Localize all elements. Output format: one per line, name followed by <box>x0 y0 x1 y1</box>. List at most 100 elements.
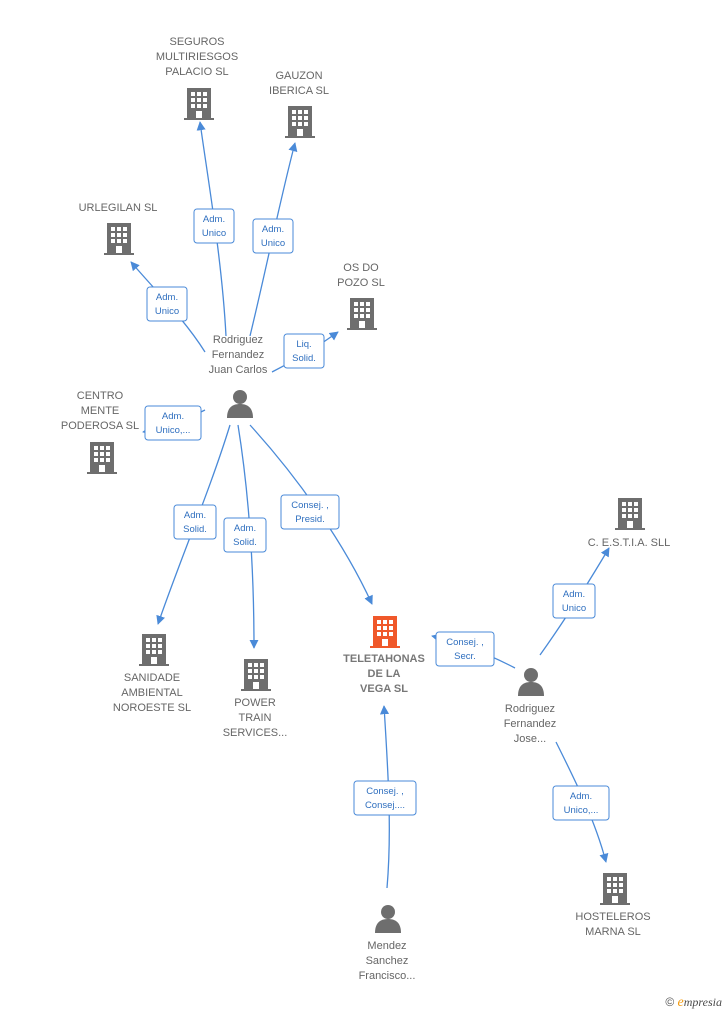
node-sanidade[interactable]: SANIDADE AMBIENTAL NOROESTE SL <box>113 634 191 714</box>
badge-hosteleros-line1: Adm. <box>570 791 592 802</box>
badge-centro-line2: Unico,... <box>156 425 191 436</box>
node-rodriguez-jc-line2: Fernandez <box>212 349 265 361</box>
badge-tele-jc: Consej. , Presid. <box>280 494 340 530</box>
node-rodriguez-jose-line1: Rodriguez <box>505 703 555 715</box>
node-centro-line2: MENTE <box>81 405 120 417</box>
building-icon <box>347 298 377 330</box>
nodes: SEGUROS MULTIRIESGOS PALACIO SL GAUZON I… <box>61 36 670 982</box>
node-gauzon[interactable]: GAUZON IBERICA SL <box>269 70 329 138</box>
badge-sanidade-line2: Solid. <box>183 524 207 535</box>
badge-osdopozo: Liq. Solid. <box>283 333 325 369</box>
node-hosteleros-line1: HOSTELEROS <box>575 911 650 923</box>
footer-brand: © empresia <box>665 995 722 1011</box>
node-rodriguez-juan-carlos[interactable]: Rodriguez Fernandez Juan Carlos <box>209 334 268 418</box>
node-teletahonas-line2: DE LA <box>368 668 401 680</box>
building-icon <box>104 223 134 255</box>
badge-mendez-line2: Consej.... <box>365 800 405 811</box>
node-power[interactable]: POWER TRAIN SERVICES... <box>223 659 288 739</box>
badge-gauzon: Adm. Unico <box>252 218 294 254</box>
node-rodriguez-jc-line1: Rodriguez <box>213 334 263 346</box>
badge-tele-jc-line2: Presid. <box>295 514 325 525</box>
node-seguros-line1: SEGUROS <box>169 36 224 48</box>
badge-sanidade: Adm. Solid. <box>173 504 217 540</box>
badge-osdopozo-line2: Solid. <box>292 353 316 364</box>
badge-cestia: Adm. Unico <box>552 583 596 619</box>
node-seguros-line3: PALACIO SL <box>165 66 228 78</box>
node-mendez-line1: Mendez <box>367 940 406 952</box>
person-icon <box>518 668 544 696</box>
node-mendez-line2: Sanchez <box>366 955 409 967</box>
node-hosteleros-line2: MARNA SL <box>585 926 641 938</box>
person-icon <box>227 390 253 418</box>
node-osdopozo-line2: POZO SL <box>337 277 385 289</box>
node-sanidade-line1: SANIDADE <box>124 672 180 684</box>
node-mendez[interactable]: Mendez Sanchez Francisco... <box>359 905 416 982</box>
node-teletahonas-line1: TELETAHONAS <box>343 653 425 665</box>
badge-gauzon-line2: Unico <box>261 238 285 249</box>
badge-urlegilan-line2: Unico <box>155 306 179 317</box>
edge-labels: Adm. Unico Adm. Unico Adm. Unico Liq. So… <box>144 208 610 821</box>
building-icon <box>184 88 214 120</box>
node-cestia-line1: C. E.S.T.I.A. SLL <box>588 537 671 549</box>
node-centro-line1: CENTRO <box>77 390 124 402</box>
node-power-line1: POWER <box>234 697 276 709</box>
building-icon <box>285 106 315 138</box>
node-seguros-line2: MULTIRIESGOS <box>156 51 238 63</box>
node-rodriguez-jose-line3: Jose... <box>514 733 546 745</box>
badge-mendez: Consej. , Consej.... <box>353 780 417 816</box>
node-centro[interactable]: CENTRO MENTE PODEROSA SL <box>61 390 139 474</box>
badge-tele-jc-line1: Consej. , <box>291 500 329 511</box>
badge-osdopozo-line1: Liq. <box>296 339 311 350</box>
node-urlegilan-line1: URLEGILAN SL <box>79 202 158 214</box>
brand-initial: e <box>677 995 684 1010</box>
node-osdopozo[interactable]: OS DO POZO SL <box>337 262 385 330</box>
badge-centro: Adm. Unico,... <box>144 405 202 441</box>
badge-seguros-line2: Unico <box>202 228 226 239</box>
badge-power-line1: Adm. <box>234 523 256 534</box>
badge-power: Adm. Solid. <box>223 517 267 553</box>
node-cestia[interactable]: C. E.S.T.I.A. SLL <box>588 498 671 549</box>
badge-tele-jose-line1: Consej. , <box>446 637 484 648</box>
badge-hosteleros-line2: Unico,... <box>564 805 599 816</box>
node-seguros[interactable]: SEGUROS MULTIRIESGOS PALACIO SL <box>156 36 238 120</box>
badge-cestia-line1: Adm. <box>563 589 585 600</box>
building-icon <box>139 634 169 666</box>
badge-tele-jose-line2: Secr. <box>454 651 476 662</box>
node-power-line2: TRAIN <box>239 712 272 724</box>
node-power-line3: SERVICES... <box>223 727 288 739</box>
building-icon <box>370 616 400 648</box>
copyright-symbol: © <box>665 995 675 1009</box>
node-rodriguez-jc-line3: Juan Carlos <box>209 364 268 376</box>
node-urlegilan[interactable]: URLEGILAN SL <box>79 202 158 255</box>
badge-tele-jose: Consej. , Secr. <box>435 631 495 667</box>
badge-power-line2: Solid. <box>233 537 257 548</box>
building-icon <box>87 442 117 474</box>
node-teletahonas-line3: VEGA SL <box>360 683 408 695</box>
node-gauzon-line2: IBERICA SL <box>269 85 329 97</box>
node-sanidade-line2: AMBIENTAL <box>121 687 183 699</box>
node-rodriguez-jose[interactable]: Rodriguez Fernandez Jose... <box>504 668 557 745</box>
badge-gauzon-line1: Adm. <box>262 224 284 235</box>
badge-sanidade-line1: Adm. <box>184 510 206 521</box>
node-centro-line3: PODEROSA SL <box>61 420 139 432</box>
node-hosteleros[interactable]: HOSTELEROS MARNA SL <box>575 873 651 938</box>
badge-urlegilan-line1: Adm. <box>156 292 178 303</box>
badge-mendez-line1: Consej. , <box>366 786 404 797</box>
node-mendez-line3: Francisco... <box>359 970 416 982</box>
node-rodriguez-jose-line2: Fernandez <box>504 718 557 730</box>
badge-centro-line1: Adm. <box>162 411 184 422</box>
node-sanidade-line3: NOROESTE SL <box>113 702 191 714</box>
building-icon <box>615 498 645 530</box>
badge-seguros-line1: Adm. <box>203 214 225 225</box>
badge-seguros: Adm. Unico <box>193 208 235 244</box>
badge-urlegilan: Adm. Unico <box>146 286 188 322</box>
badge-hosteleros: Adm. Unico,... <box>552 785 610 821</box>
building-icon <box>600 873 630 905</box>
building-icon <box>241 659 271 691</box>
node-osdopozo-line1: OS DO <box>343 262 379 274</box>
node-teletahonas[interactable]: TELETAHONAS DE LA VEGA SL <box>343 616 425 695</box>
node-gauzon-line1: GAUZON <box>275 70 322 82</box>
person-icon <box>375 905 401 933</box>
badge-cestia-line2: Unico <box>562 603 586 614</box>
